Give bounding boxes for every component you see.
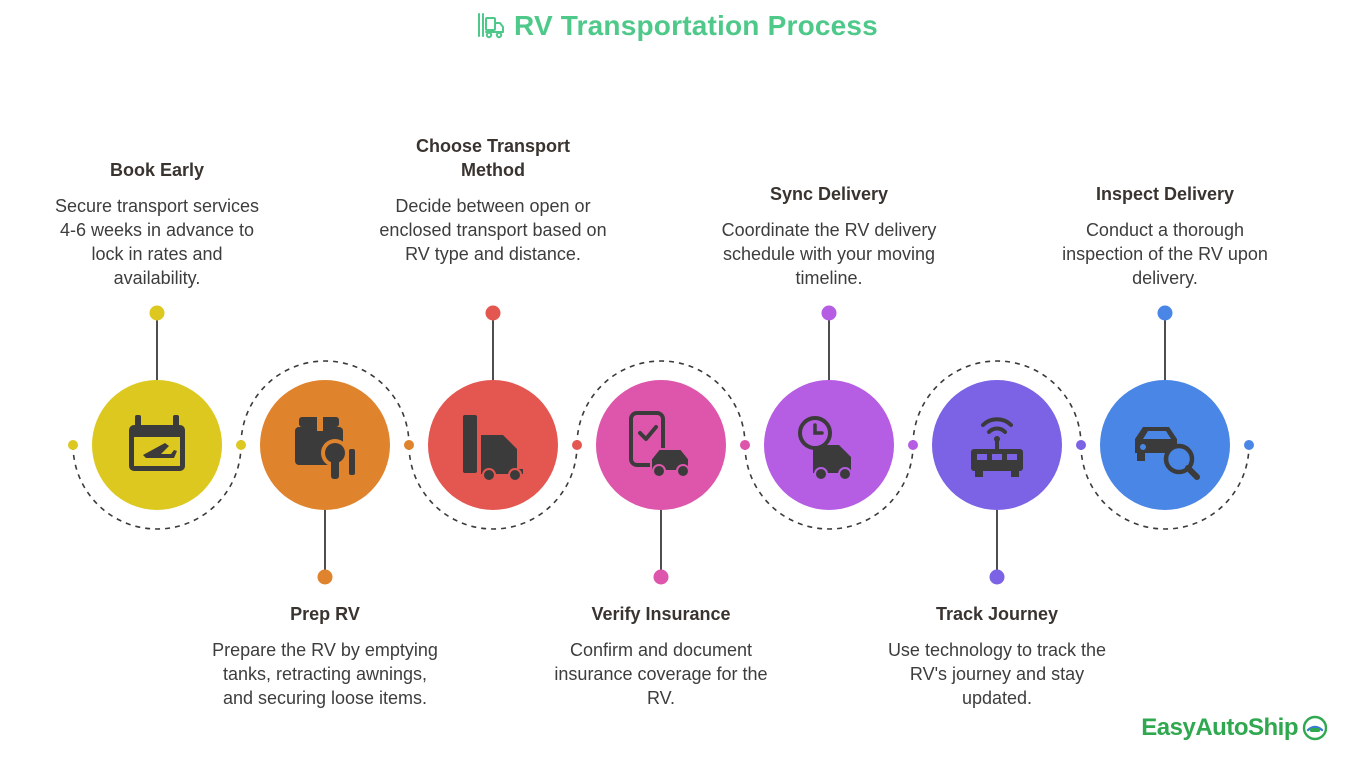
connector-arc (408, 444, 578, 530)
junction-dot (908, 440, 918, 450)
stem-dot (1157, 305, 1173, 321)
stem-dot (317, 569, 333, 585)
stem-dot (653, 569, 669, 585)
stem-dot (989, 569, 1005, 585)
connector-arcs (68, 360, 1254, 530)
step-title: Book Early (109, 160, 205, 180)
step-description: Coordinate the RV delivery schedule with… (721, 220, 937, 288)
truck-icon (463, 415, 523, 482)
connector-arc (912, 360, 1082, 446)
connector-arc (576, 360, 746, 446)
step-title: Verify Insurance (591, 604, 731, 624)
tracking-bus-icon (971, 417, 1023, 477)
stem-dot (485, 305, 501, 321)
step-description: Prepare the RV by emptying tanks, retrac… (212, 640, 438, 708)
junction-dot (740, 440, 750, 450)
connector-arc (240, 360, 410, 446)
page-header: RV Transportation Process (0, 8, 1352, 44)
step-title: Sync Delivery (769, 184, 889, 204)
step-circles (92, 380, 1230, 510)
step-description: Decide between open or enclosed transpor… (379, 196, 607, 264)
stem-dot (149, 305, 165, 321)
calendar-plane-icon (129, 415, 185, 471)
step-title: Choose Transport Method (415, 136, 571, 180)
junction-dot (572, 440, 582, 450)
step-description: Conduct a thorough inspection of the RV … (1062, 220, 1268, 288)
page-title: RV Transportation Process (514, 10, 878, 41)
step-description: Secure transport services 4-6 weeks in a… (54, 196, 260, 288)
connector-stems (149, 305, 1173, 585)
junction-dot (236, 440, 246, 450)
brand-name: EasyAutoShip (1141, 714, 1298, 741)
step-title: Track Journey (935, 604, 1059, 624)
step-title: Prep RV (290, 604, 360, 624)
connector-arc (1080, 444, 1250, 530)
car-magnifier-icon (1135, 427, 1200, 480)
box-wrench-icon (295, 417, 355, 479)
junction-dot (68, 440, 78, 450)
junction-dot (404, 440, 414, 450)
brand-logo: EasyAutoShip (1141, 714, 1328, 742)
step-description: Use technology to track the RV's journey… (887, 640, 1107, 708)
stem-dot (821, 305, 837, 321)
connector-arc (72, 444, 242, 530)
step-title: Inspect Delivery (1095, 184, 1235, 204)
junction-dot (1244, 440, 1254, 450)
clock-van-icon (798, 416, 852, 481)
step-label-2: Prep RV Prepare the RV by emptying tanks,… (210, 602, 440, 710)
junction-dot (1076, 440, 1086, 450)
phone-car-check-icon (629, 411, 690, 478)
connector-arc (744, 444, 914, 530)
brand-logo-icon (1302, 715, 1328, 741)
rv-transport-icon (478, 13, 505, 39)
step-description: Confirm and document insurance coverage … (554, 640, 768, 708)
